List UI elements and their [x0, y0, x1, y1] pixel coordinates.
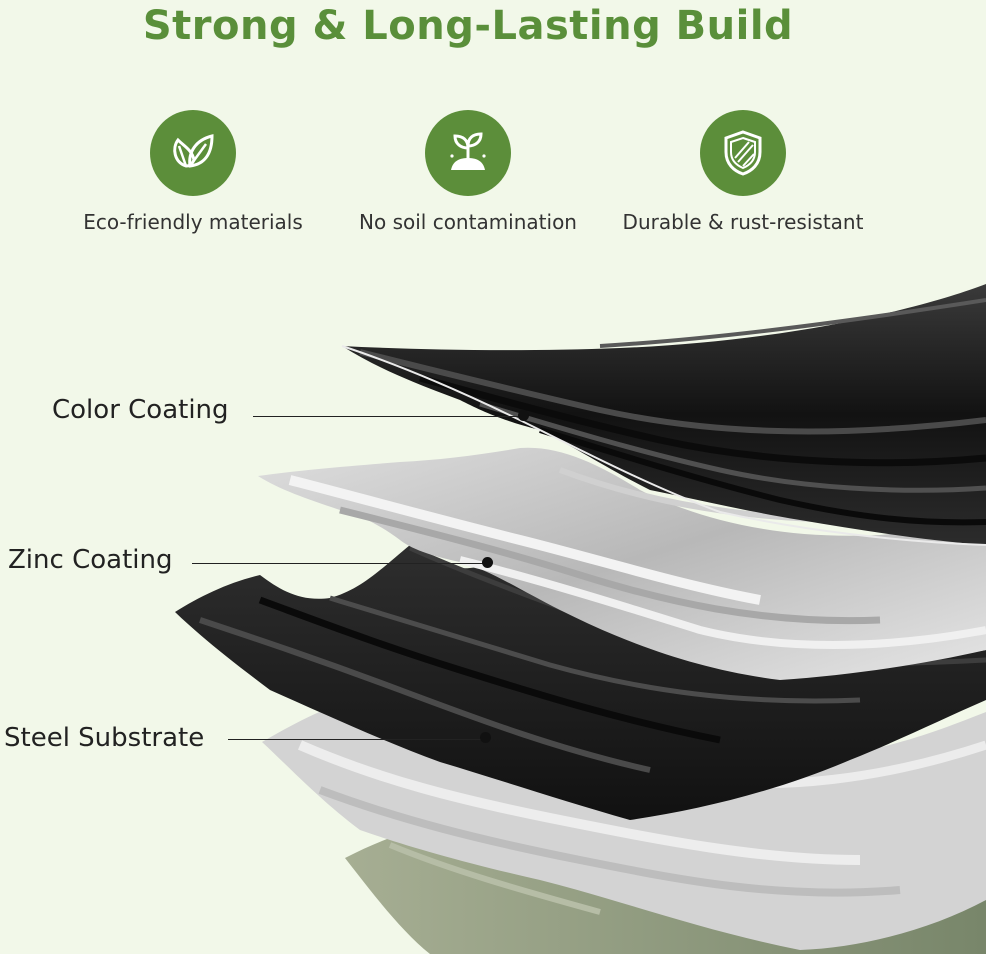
sprout-soil-icon: [425, 110, 511, 196]
leader-line-zinc-coating: [192, 563, 486, 564]
shield-icon: [700, 110, 786, 196]
feature-no-soil-contamination: No soil contamination: [338, 110, 598, 236]
feature-label: Eco-friendly materials: [83, 210, 303, 234]
leader-line-steel-substrate: [228, 739, 486, 740]
callout-steel-substrate: Steel Substrate: [4, 723, 205, 753]
marker-dot-steel-substrate: [480, 732, 491, 743]
callout-zinc-coating: Zinc Coating: [8, 545, 173, 575]
feature-label: Durable & rust-resistant: [622, 210, 864, 234]
marker-dot-color-coating: [518, 410, 529, 421]
page-title: Strong & Long-Lasting Build: [142, 3, 794, 49]
feature-label: No soil contamination: [359, 210, 577, 234]
leaves-icon: [150, 110, 236, 196]
color-coating-sheet: [341, 284, 986, 546]
callout-color-coating: Color Coating: [52, 395, 229, 425]
feature-eco-friendly: Eco-friendly materials: [63, 110, 323, 236]
leader-line-color-coating: [253, 416, 523, 417]
feature-durable-rust-resistant: Durable & rust-resistant: [613, 110, 873, 236]
marker-dot-zinc-coating: [482, 557, 493, 568]
